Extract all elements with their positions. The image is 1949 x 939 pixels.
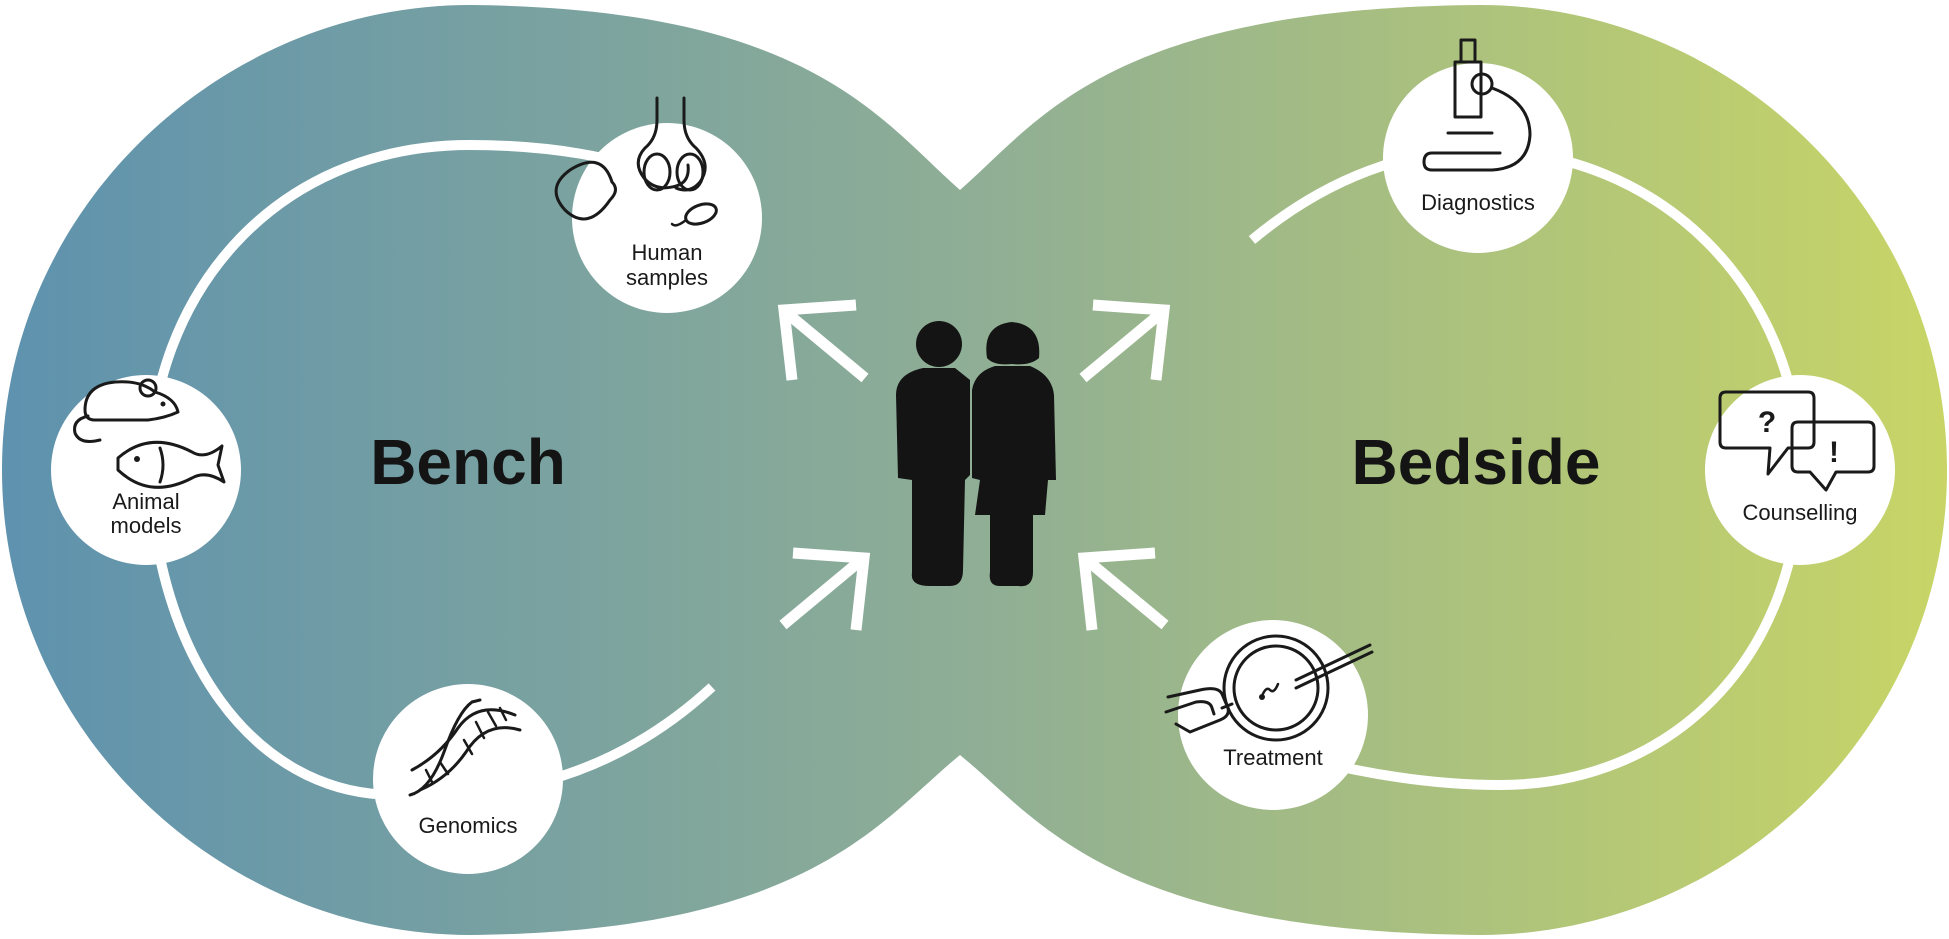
arrow-out-up-left xyxy=(777,299,869,383)
arrow-in-lower-right xyxy=(1077,547,1169,631)
couple-icon xyxy=(896,321,1056,587)
human-samples-label-line1: Human xyxy=(632,240,703,265)
node-human-samples: Human samples xyxy=(554,96,762,313)
testis-sperm-icon xyxy=(554,96,718,227)
svg-text:?: ? xyxy=(1758,406,1776,439)
microscope-icon xyxy=(1422,38,1532,172)
mouse-fish-icon xyxy=(73,378,226,489)
dna-helix-icon xyxy=(408,698,522,797)
svg-text:!: ! xyxy=(1829,436,1839,469)
animal-models-label-line1: Animal xyxy=(112,489,179,514)
node-animal-models: Animal models xyxy=(51,375,241,565)
node-diagnostics: Diagnostics xyxy=(1383,38,1573,253)
arrow-in-lower-left xyxy=(779,547,871,631)
icsi-injection-icon xyxy=(1164,634,1374,742)
node-treatment: Treatment xyxy=(1164,620,1374,810)
arrow-out-up-right xyxy=(1079,299,1171,383)
node-counselling: ? ! Counselling xyxy=(1705,375,1895,565)
counselling-label: Counselling xyxy=(1743,500,1858,525)
genomics-label: Genomics xyxy=(418,813,517,838)
diagnostics-label: Diagnostics xyxy=(1421,190,1535,215)
node-genomics: Genomics xyxy=(373,684,563,874)
human-samples-label-line2: samples xyxy=(626,265,708,290)
animal-models-label-line2: models xyxy=(111,513,182,538)
bench-title: Bench xyxy=(370,426,566,498)
bedside-title: Bedside xyxy=(1352,426,1601,498)
speech-bubbles-icon: ? ! xyxy=(1718,390,1876,492)
treatment-label: Treatment xyxy=(1223,745,1322,770)
